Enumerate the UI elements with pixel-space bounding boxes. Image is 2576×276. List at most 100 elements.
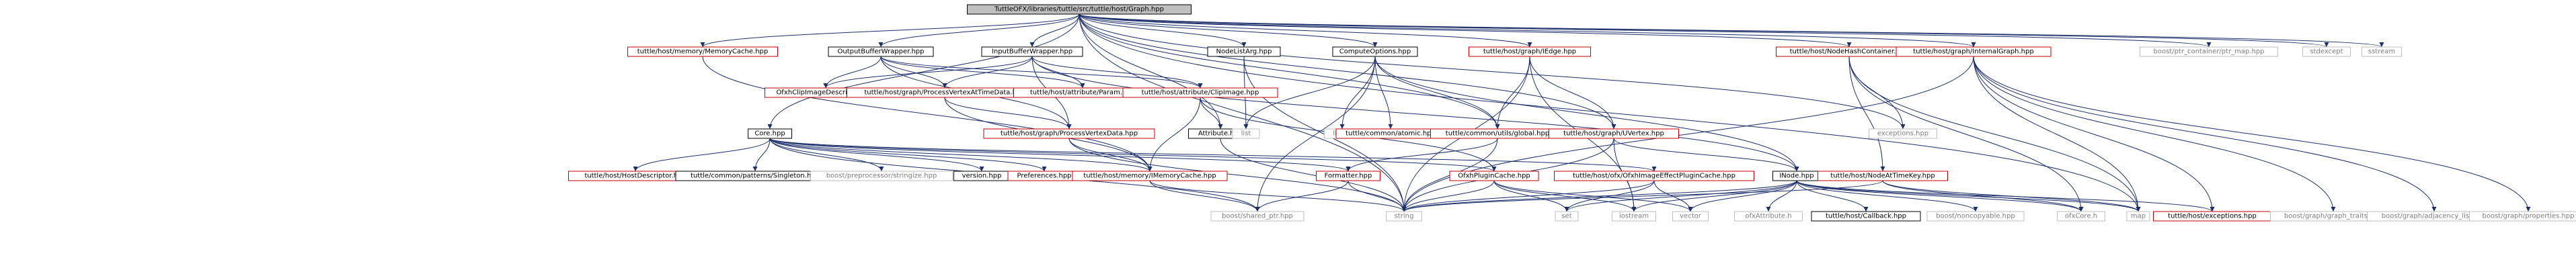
edge-root-to-nodehashcont <box>1079 13 1852 48</box>
node-attrclip[interactable]: tuttle/host/attribute/ClipImage.hpp <box>1122 87 1278 98</box>
edge-root-to-uvertex <box>1079 13 1616 130</box>
edge-inode-to-ofxattr <box>1766 180 1797 212</box>
node-box <box>1210 211 1304 222</box>
edge-computeopts-to-sharedptr <box>1255 56 1376 212</box>
edge-nodeattime-to-ofxcore <box>1882 180 2084 212</box>
edge-outbuf-to-attrclip <box>880 56 1203 89</box>
edge-computeopts-to-global <box>1374 56 1500 130</box>
node-label: tuttle/host/NodeAtTimeKey.hpp <box>1830 173 1935 180</box>
node-list: list <box>1232 128 1260 139</box>
edge-attribute-to-string <box>1220 138 1407 212</box>
node-ofxcore: ofxCore.h <box>2057 211 2105 222</box>
node-label: tuttle/common/atomic.hpp <box>1345 130 1436 138</box>
node-root: TuttleOFX/libraries/tuttle/src/tuttle/ho… <box>967 4 1192 15</box>
node-imgeffectcache[interactable]: tuttle/host/ofx/OfxhImageEffectPluginCac… <box>1554 171 1754 181</box>
node-label: TuttleOFX/libraries/tuttle/src/tuttle/ho… <box>994 6 1164 13</box>
edge-inode-to-map <box>1796 180 2141 212</box>
node-box <box>1672 211 1709 222</box>
node-box <box>627 46 778 57</box>
node-uvertex[interactable]: tuttle/host/graph/UVertex.hpp <box>1549 128 1679 139</box>
node-box <box>1386 211 1422 222</box>
node-pvattime[interactable]: tuttle/host/graph/ProcessVertexAtTimeDat… <box>847 87 1043 98</box>
node-box <box>1555 211 1579 222</box>
edge-iedge-to-global <box>1495 56 1530 130</box>
node-pluginCache[interactable]: OfxhPluginCache.hpp <box>1449 171 1539 181</box>
edge-memcache-to-imemcache <box>702 56 1153 172</box>
node-atomic[interactable]: tuttle/common/atomic.hpp <box>1335 128 1446 139</box>
edge-outbuf-to-attrparam <box>880 56 1085 89</box>
node-computeopts[interactable]: ComputeOptions.hpp <box>1332 46 1418 57</box>
edge-inode-to-noncopy <box>1796 180 1978 212</box>
node-stdexcept: stdexcept <box>2302 46 2351 57</box>
node-core[interactable]: Core.hpp <box>748 128 792 139</box>
node-inbuf[interactable]: InputBufferWrapper.hpp <box>981 46 1083 57</box>
edge-root-to-nodelistarg <box>1079 13 1247 48</box>
node-box <box>1818 171 1948 181</box>
node-label: iostream <box>1619 213 1649 220</box>
edge-root-to-memcache <box>700 13 1080 48</box>
node-properties: boost/graph/properties.hpp <box>2469 211 2576 222</box>
node-label: tuttle/host/memory/MemoryCache.hpp <box>637 48 769 56</box>
node-formatter[interactable]: Formatter.hpp <box>1316 171 1380 181</box>
node-box <box>2057 211 2105 222</box>
edge-root-to-computeopts <box>1079 13 1378 48</box>
node-imemcache[interactable]: tuttle/host/memory/IMemoryCache.hpp <box>1072 171 1228 181</box>
node-label: vector <box>1680 213 1702 220</box>
node-nodelistarg[interactable]: NodeListArg.hpp <box>1207 46 1281 57</box>
node-label: tuttle/host/NodeHashContainer.hpp <box>1790 48 1909 56</box>
edge-computeopts-to-limits <box>1339 56 1376 130</box>
node-outbuf[interactable]: OutputBufferWrapper.hpp <box>828 46 934 57</box>
node-sharedptr: boost/shared_ptr.hpp <box>1210 211 1304 222</box>
edge-root-to-outbuf <box>878 13 1080 48</box>
node-label: boost/graph/adjacency_list.hpp <box>2382 213 2487 220</box>
node-hostexc[interactable]: tuttle/host/exceptions.hpp <box>2153 211 2271 222</box>
edge-pvattime-to-pvdata <box>944 97 1072 130</box>
node-map: map <box>2126 211 2150 222</box>
node-box <box>981 46 1083 57</box>
edge-internalgraph-to-properties <box>1973 56 2531 212</box>
node-label: OfxhClipImageDescriptor.hpp <box>776 89 875 97</box>
node-label: map <box>2131 213 2146 220</box>
node-nodeattime[interactable]: tuttle/host/NodeAtTimeKey.hpp <box>1818 171 1948 181</box>
node-label: InputBufferWrapper.hpp <box>992 48 1072 56</box>
node-box <box>1469 46 1591 57</box>
node-preferences[interactable]: Preferences.hpp <box>1007 171 1081 181</box>
node-box <box>983 128 1155 139</box>
node-global[interactable]: tuttle/common/utils/global.hpp <box>1430 128 1565 139</box>
node-box <box>1554 171 1754 181</box>
edge-root-to-ptrmap <box>1079 13 2212 48</box>
edge-core-to-formatter <box>769 138 1351 172</box>
edge-core-to-version <box>769 138 984 172</box>
node-version[interactable]: version.hpp <box>953 171 1010 181</box>
edge-nodeattime-to-map <box>1882 180 2141 212</box>
node-attrparam[interactable]: tuttle/host/attribute/Param.hpp <box>1013 87 1152 98</box>
edge-computeopts-to-inode <box>1374 56 1799 172</box>
node-box <box>1332 46 1418 57</box>
node-box <box>1612 211 1656 222</box>
node-vector: vector <box>1672 211 1709 222</box>
node-label: tuttle/host/attribute/ClipImage.hpp <box>1142 89 1259 97</box>
node-label: sstream <box>2368 48 2395 56</box>
node-label: set <box>1561 213 1571 220</box>
edge-computeopts-to-atomic <box>1374 56 1393 130</box>
edge-nodehashcont-to-nodeattime <box>1848 56 1885 172</box>
node-label: Preferences.hpp <box>1017 173 1071 180</box>
node-memcache[interactable]: tuttle/host/memory/MemoryCache.hpp <box>627 46 778 57</box>
edge-inode-to-set <box>1564 180 1797 212</box>
node-internalgraph[interactable]: tuttle/host/graph/InternalGraph.hpp <box>1896 46 2052 57</box>
edge-nodehashcont-to-ofxcore <box>1848 56 2084 212</box>
node-box <box>2140 46 2278 57</box>
node-label: boost/preprocessor/stringize.hpp <box>826 173 937 180</box>
node-box <box>1207 46 1281 57</box>
edge-inbuf-to-attrclip <box>1031 56 1203 89</box>
node-pvdata[interactable]: tuttle/host/graph/ProcessVertexData.hpp <box>983 128 1155 139</box>
node-inode[interactable]: INode.hpp <box>1772 171 1821 181</box>
node-box <box>1122 87 1278 98</box>
node-box <box>810 171 953 181</box>
edge-core-to-preferences <box>769 138 1047 172</box>
edge-outbuf-to-pvattime <box>880 56 947 89</box>
node-callback[interactable]: tuttle/host/Callback.hpp <box>1811 211 1921 222</box>
node-box <box>1316 171 1380 181</box>
node-label: tuttle/host/attribute/Param.hpp <box>1030 89 1135 97</box>
node-iedge[interactable]: tuttle/host/graph/IEdge.hpp <box>1469 46 1591 57</box>
